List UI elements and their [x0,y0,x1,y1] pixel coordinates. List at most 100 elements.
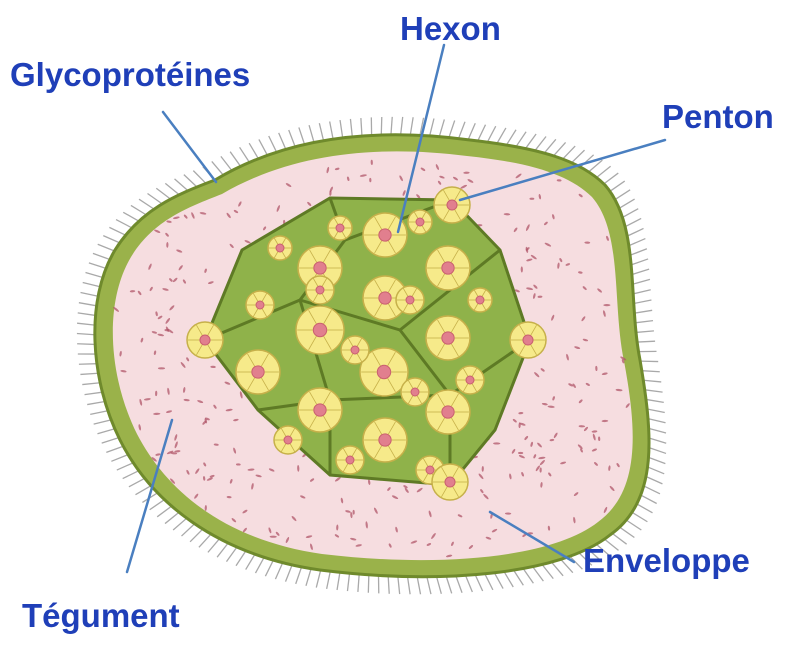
glycoprotein-spike [83,282,100,286]
glycoprotein-spike [123,471,139,479]
glycoprotein-spike [148,193,163,203]
glycoprotein-spike [630,249,647,256]
hexon-capsomere-center [442,262,454,274]
hexon-capsomere-center [379,292,391,304]
glycoprotein-spike [337,572,340,590]
glycoprotein-spike [627,228,643,236]
glycoprotein-spike [626,520,641,530]
small-capsomere [468,288,492,312]
small-capsomere [396,286,424,314]
glycoprotein-spike [259,139,268,155]
glycoprotein-spike [265,560,273,576]
glycoprotein-spike [255,557,264,573]
glycoprotein-spike [135,486,151,495]
glycoprotein-spike [459,122,465,139]
glycoprotein-spike [523,569,533,584]
glycoprotein-spike [644,486,660,494]
glycoprotein-spike [615,190,630,200]
hexon-capsomere-center [252,366,264,378]
glycoprotein-spike [77,333,95,334]
glycoprotein-spike [485,574,493,590]
hexon-capsomere-center [379,434,391,446]
glycoprotein-spike [93,253,110,259]
glycoprotein-spike [648,419,666,423]
glycoprotein-spike [475,575,482,591]
glycoprotein-spike [456,576,462,593]
glycoprotein-spike [79,303,97,306]
glycoprotein-spike [632,269,649,274]
glycoprotein-spike [542,565,553,579]
hexon-label: Hexon [400,12,501,45]
penton-capsomere [432,464,468,500]
glycoprotein-spike [221,156,232,170]
penton-label: Penton [662,100,774,133]
glycoprotein-spike [535,137,546,151]
glycoprotein-spike [106,446,123,452]
glycoprotein-spike [641,495,657,503]
small-capsomere [246,291,274,319]
glycoprotein-spike [212,161,224,175]
small-capsomere [306,276,334,304]
glycoprotein-spike [80,373,98,374]
tegument-label: Tégument [22,599,180,632]
glycoprotein-spike [563,146,575,159]
small-capsomere [401,378,429,406]
glycoprotein-spike [649,438,666,443]
hexon-capsomere [298,388,342,432]
small-capsomere-center [351,346,359,354]
glycoprotein-spike [610,181,625,191]
glycoprotein-spike [368,575,369,593]
penton-capsomere-center [447,200,457,210]
small-capsomere-center [416,218,424,226]
glycoprotein-spike [514,570,524,585]
hexon-capsomere-center [314,404,326,416]
glycoprotein-spike [544,139,556,153]
hexon-capsomere [363,418,407,462]
small-capsomere-center [426,466,434,474]
hexon-capsomere-center [442,406,454,418]
glycoprotein-spike [647,409,665,413]
hexon-capsomere [426,316,470,360]
glycoprotein-spike [551,562,563,576]
glycoprotein-spike [269,136,277,152]
glycoprotein-spike [449,121,455,138]
glycoprotein-spike [309,125,314,142]
small-capsomere-center [284,436,292,444]
glycoprotein-spike [240,147,250,162]
glycoprotein-spike [279,133,286,150]
glycoprotein-spike [646,477,662,484]
glycoprotein-spike [181,524,194,536]
glycoprotein-spike [109,227,125,235]
glycoprotein-spike [330,121,333,139]
glycoprotein-spike [604,173,618,184]
glycoprotein-spike [82,383,100,385]
enveloppe-label: Enveloppe [583,544,750,577]
glycoprotein-spike [478,125,486,141]
glycoprotein-spike [506,130,516,145]
glycoprotein-spike [350,119,352,137]
glycoprotein-spike [316,570,320,587]
glycoprotein-spike [193,171,206,184]
glycoprotein-spike [625,218,641,226]
glycoprotein-spike [90,411,108,415]
small-capsomere-center [346,456,354,464]
glycoprotein-spike [81,293,99,297]
small-capsomere-center [466,376,474,384]
glycoprotein-spike [533,567,544,581]
glycoprotein-spike [77,323,95,325]
glycoprotein-spike [123,212,139,221]
glycoprotein-spike [633,279,650,284]
glycoprotein-spike [401,117,403,135]
penton-capsomere-center [523,335,533,345]
glycoprotein-spike [249,143,258,158]
small-capsomere [268,236,292,260]
glycoprotein-spike [554,142,566,155]
glycoprotein-spike [646,399,664,402]
tegument-dot [158,367,165,369]
glycoprotein-spike [102,438,119,444]
glycoprotein-spike [208,539,220,553]
glycoprotein-spike [525,134,536,149]
glycoprotein-spike [116,220,132,228]
hexon-capsomere-center [442,332,454,344]
small-capsomere-center [336,224,344,232]
